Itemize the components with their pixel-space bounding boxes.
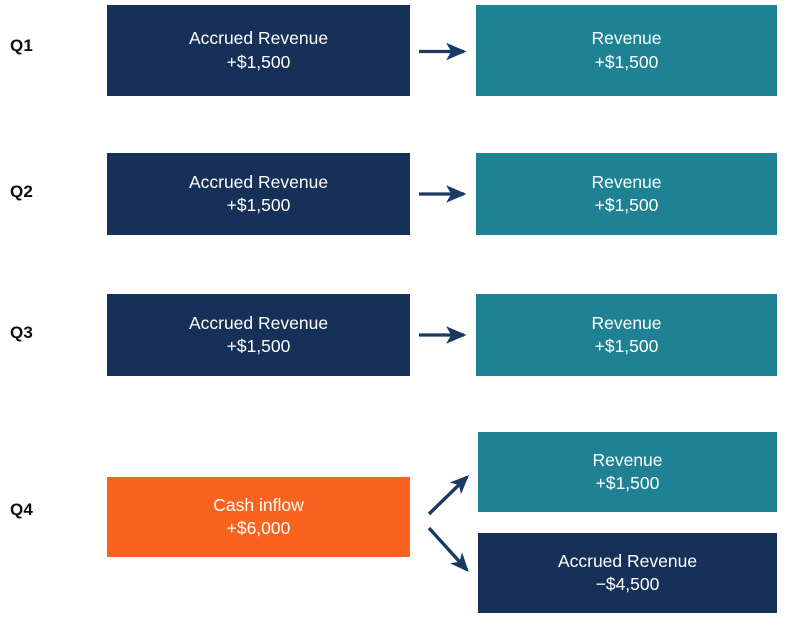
row-label-q4: Q4 <box>10 500 34 519</box>
box-q2-target-0-amount: +$1,500 <box>594 195 659 215</box>
box-q3-source-title: Accrued Revenue <box>188 312 329 333</box>
box-q3-source[interactable]: Accrued Revenue +$1,500 <box>107 294 410 376</box>
box-q4-target-0-amount: +$1,500 <box>595 473 660 493</box>
box-q2-source-amount: +$1,500 <box>226 195 291 215</box>
arrow-branch-up-q4 <box>427 475 469 516</box>
arrow-branch-down-q4 <box>427 526 469 573</box>
box-q1-source-title: Accrued Revenue <box>188 28 329 49</box>
box-q4-source-amount: +$6,000 <box>226 518 291 538</box>
box-q1-target-0-amount: +$1,500 <box>594 51 659 72</box>
box-q3-target-0-title: Revenue <box>591 312 662 333</box>
box-q3-source-amount: +$1,500 <box>226 336 291 356</box>
box-q4-target-1-title: Accrued Revenue <box>557 550 698 571</box>
row-label-q3: Q3 <box>10 323 34 342</box>
box-q1-target-0-title: Revenue <box>591 28 662 49</box>
box-q2-target-0-title: Revenue <box>591 171 662 192</box>
box-q4-source[interactable]: Cash inflow +$6,000 <box>107 477 410 557</box>
box-q3-target-0-amount: +$1,500 <box>594 336 659 356</box>
row-label-q1: Q1 <box>10 36 34 55</box>
box-q3-target-0[interactable]: Revenue +$1,500 <box>476 294 777 376</box>
box-q4-target-0-title: Revenue <box>592 449 663 470</box>
box-q4-source-title: Cash inflow <box>213 494 304 515</box>
box-q1-source[interactable]: Accrued Revenue +$1,500 <box>107 5 410 96</box>
row-label-q2: Q2 <box>10 182 34 201</box>
box-q4-target-1[interactable]: Accrued Revenue −$4,500 <box>478 533 777 613</box>
box-q4-target-1-amount: −$4,500 <box>595 574 660 594</box>
box-q2-target-0[interactable]: Revenue +$1,500 <box>476 153 777 235</box>
box-q2-source[interactable]: Accrued Revenue +$1,500 <box>107 153 410 235</box>
box-q2-source-title: Accrued Revenue <box>188 171 329 192</box>
box-q1-target-0[interactable]: Revenue +$1,500 <box>476 5 777 96</box>
box-q4-target-0[interactable]: Revenue +$1,500 <box>478 432 777 512</box>
box-q1-source-amount: +$1,500 <box>226 51 291 72</box>
